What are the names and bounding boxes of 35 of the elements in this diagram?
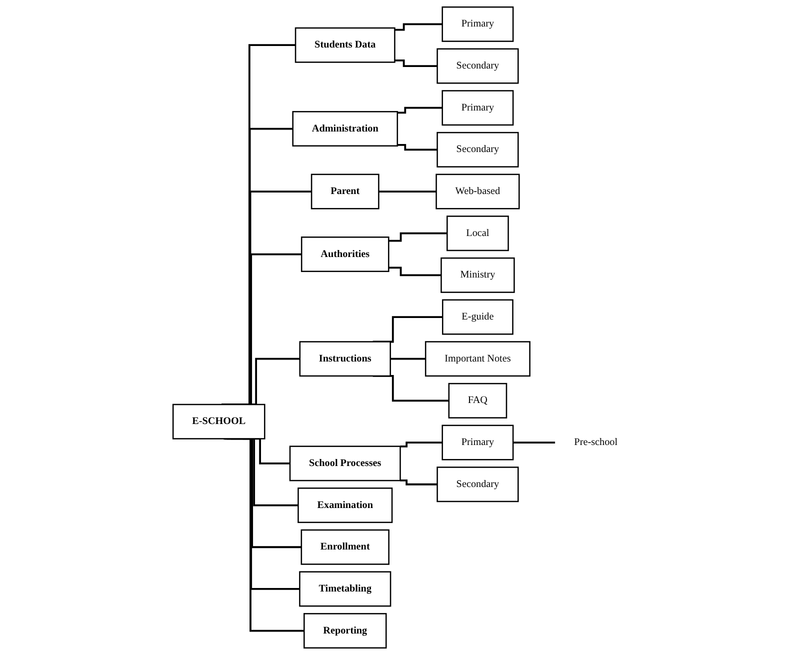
node-box: Important Notes	[424, 341, 530, 377]
node-box: Administration	[292, 111, 398, 147]
connector	[400, 480, 437, 486]
node-box: Students Data	[294, 27, 396, 63]
node-box: FAQ	[448, 382, 507, 418]
node-box: Primary	[441, 6, 514, 42]
node-box: Enrollment	[300, 529, 390, 565]
node-box: Primary	[441, 424, 514, 460]
node-box: E-SCHOOL	[172, 404, 265, 440]
node-box: E-guide	[442, 299, 514, 335]
node-box: Local	[446, 216, 509, 252]
node-text: Pre-school	[574, 436, 618, 448]
connector	[388, 266, 441, 276]
node-box: Secondary	[436, 48, 518, 84]
connector	[390, 358, 426, 360]
connector	[388, 232, 447, 242]
connector	[394, 59, 437, 67]
connector	[394, 23, 442, 31]
node-box: Web-based	[435, 174, 520, 210]
node-box: Reporting	[303, 613, 386, 649]
node-box: Primary	[441, 90, 514, 126]
node-box: School Processes	[289, 446, 401, 482]
node-box: Examination	[297, 488, 392, 524]
connector	[400, 442, 442, 448]
node-box: Instructions	[298, 341, 391, 377]
connector	[512, 442, 555, 444]
node-box: Timetabling	[298, 571, 391, 607]
connector	[397, 144, 437, 151]
node-box: Secondary	[436, 466, 518, 502]
connector	[397, 106, 442, 114]
node-box: Ministry	[440, 257, 514, 293]
node-box: Secondary	[436, 132, 518, 168]
connector	[378, 190, 436, 192]
node-box: Parent	[310, 174, 379, 210]
node-box: Authorities	[300, 236, 389, 272]
